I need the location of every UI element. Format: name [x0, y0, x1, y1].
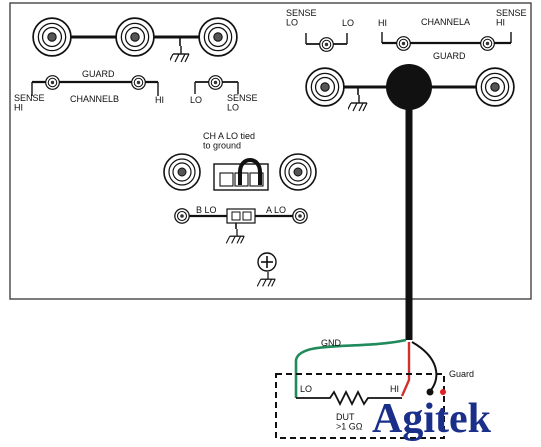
dut-lo-label: LO	[300, 384, 312, 394]
bnc-connector-5	[475, 67, 515, 107]
top-lo-triax	[319, 37, 334, 52]
bnc-connector-2	[115, 17, 155, 57]
lo-top-label: LO	[342, 18, 354, 28]
a-lo-label: A LO	[266, 205, 286, 215]
channela-guard-label: GUARD	[433, 51, 466, 61]
channelb-triax-right	[131, 75, 146, 90]
channelb-hi-label: HI	[155, 95, 164, 105]
bnc-connector-3	[198, 17, 238, 57]
agitek-logo: Agitek	[372, 396, 492, 442]
channelb-label: CHANNELB	[70, 94, 119, 104]
lo-b-triax	[208, 75, 223, 90]
b-lo-label: B LO	[196, 205, 217, 215]
agitek-logo-dot	[440, 389, 446, 395]
bnc-connector-7	[279, 153, 317, 191]
dut-resistor	[296, 389, 402, 407]
dut-enclosure	[275, 373, 445, 439]
bnc-connector-1	[32, 17, 72, 57]
guard-wire-label: Guard	[449, 369, 474, 379]
dut-label: DUT>1 GΩ	[336, 412, 363, 431]
gnd-wire	[294, 338, 407, 398]
dut-hi-label: HI	[390, 384, 399, 394]
bnc-connector-6	[163, 153, 201, 191]
cable-plug	[386, 64, 432, 110]
channelb-guard-label: GUARD	[82, 69, 115, 79]
lo-terminal-slot-2	[242, 211, 252, 221]
terminal-slot-1	[219, 172, 234, 187]
hi-wire	[400, 342, 411, 397]
gnd-wire-label: GND	[321, 338, 342, 348]
channela-label: CHANNELA	[421, 17, 470, 27]
channela-triax-left	[396, 36, 411, 51]
channela-triax-right	[480, 36, 495, 51]
channelb-triax-left	[45, 75, 60, 90]
jumper-loop	[238, 158, 262, 185]
guard-terminal	[426, 388, 434, 396]
bnc-connector-4	[305, 67, 345, 107]
a-lo-triax	[292, 208, 308, 224]
b-lo-triax	[174, 208, 190, 224]
lo-terminal-slot-1	[231, 211, 241, 221]
channela-hi-label: HI	[378, 18, 387, 28]
rear-panel	[9, 2, 532, 300]
guard-wire	[411, 341, 438, 391]
lo-b-label: LO	[190, 95, 202, 105]
